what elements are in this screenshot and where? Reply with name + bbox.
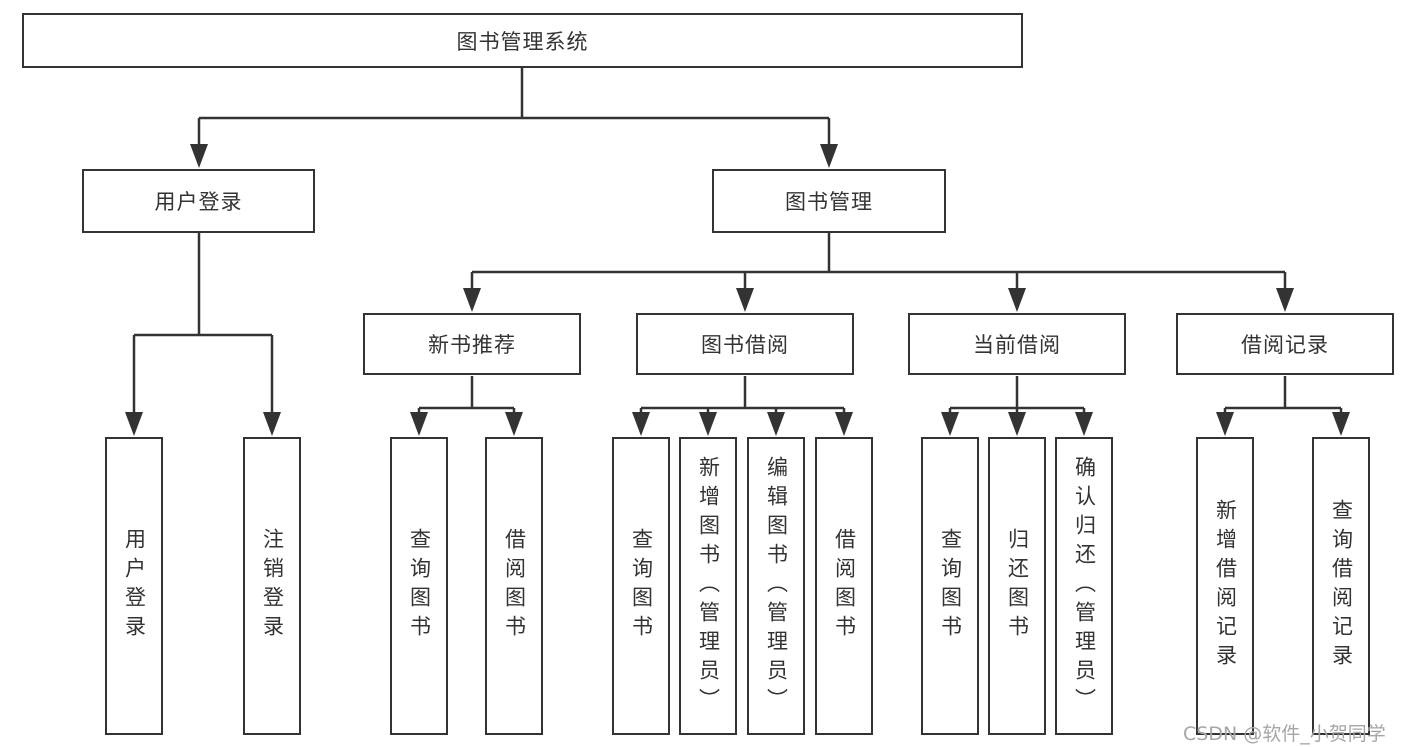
node-book-management: 图书管理	[712, 169, 946, 233]
node-new-book-recommend: 新书推荐	[363, 313, 581, 375]
leaf-confirm-return-admin: 确认归还（管理员）	[1055, 437, 1113, 735]
leaf-query-borrow-record: 查询借阅记录	[1312, 437, 1370, 735]
leaf-add-borrow-record: 新增借阅记录	[1196, 437, 1254, 735]
leaf-borrow-book: 借阅图书	[815, 437, 873, 735]
leaf-newbooks-query-book: 查询图书	[390, 437, 448, 735]
node-current-borrowing: 当前借阅	[908, 313, 1126, 375]
leaf-newbooks-borrow-book: 借阅图书	[485, 437, 543, 735]
node-library-system-root: 图书管理系统	[22, 13, 1023, 68]
leaf-label: 借阅图书	[502, 528, 527, 644]
leaf-label: 归还图书	[1005, 528, 1030, 644]
node-label: 当前借阅	[973, 333, 1061, 357]
node-label: 借阅记录	[1241, 333, 1329, 357]
leaf-label: 新增借阅记录	[1213, 499, 1238, 673]
leaf-label: 用户登录	[122, 528, 147, 644]
leaf-label: 确认归还（管理员）	[1072, 455, 1097, 717]
leaf-current-query-book: 查询图书	[921, 437, 979, 735]
leaf-label: 查询图书	[938, 528, 963, 644]
leaf-label: 编辑图书（管理员）	[764, 455, 789, 717]
leaf-user-login: 用户登录	[105, 437, 163, 735]
leaf-label: 新增图书（管理员）	[696, 455, 721, 717]
leaf-label: 查询图书	[407, 528, 432, 644]
node-label: 新书推荐	[428, 333, 516, 357]
leaf-label: 查询图书	[629, 528, 654, 644]
leaf-logout: 注销登录	[243, 437, 301, 735]
leaf-borrow-query-book: 查询图书	[612, 437, 670, 735]
node-book-borrowing: 图书借阅	[636, 313, 854, 375]
node-label: 图书借阅	[701, 333, 789, 357]
node-label: 图书管理	[785, 190, 873, 214]
node-user-login: 用户登录	[82, 169, 315, 233]
leaf-add-book-admin: 新增图书（管理员）	[679, 437, 737, 735]
leaf-label: 借阅图书	[832, 528, 857, 644]
leaf-return-book: 归还图书	[988, 437, 1046, 735]
node-label: 用户登录	[154, 190, 243, 214]
leaf-edit-book-admin: 编辑图书（管理员）	[747, 437, 805, 735]
node-label: 图书管理系统	[456, 29, 589, 54]
csdn-watermark: CSDN @软件_小贺同学	[1183, 723, 1386, 745]
node-borrow-records: 借阅记录	[1176, 313, 1394, 375]
leaf-label: 注销登录	[260, 528, 285, 644]
leaf-label: 查询借阅记录	[1329, 499, 1354, 673]
